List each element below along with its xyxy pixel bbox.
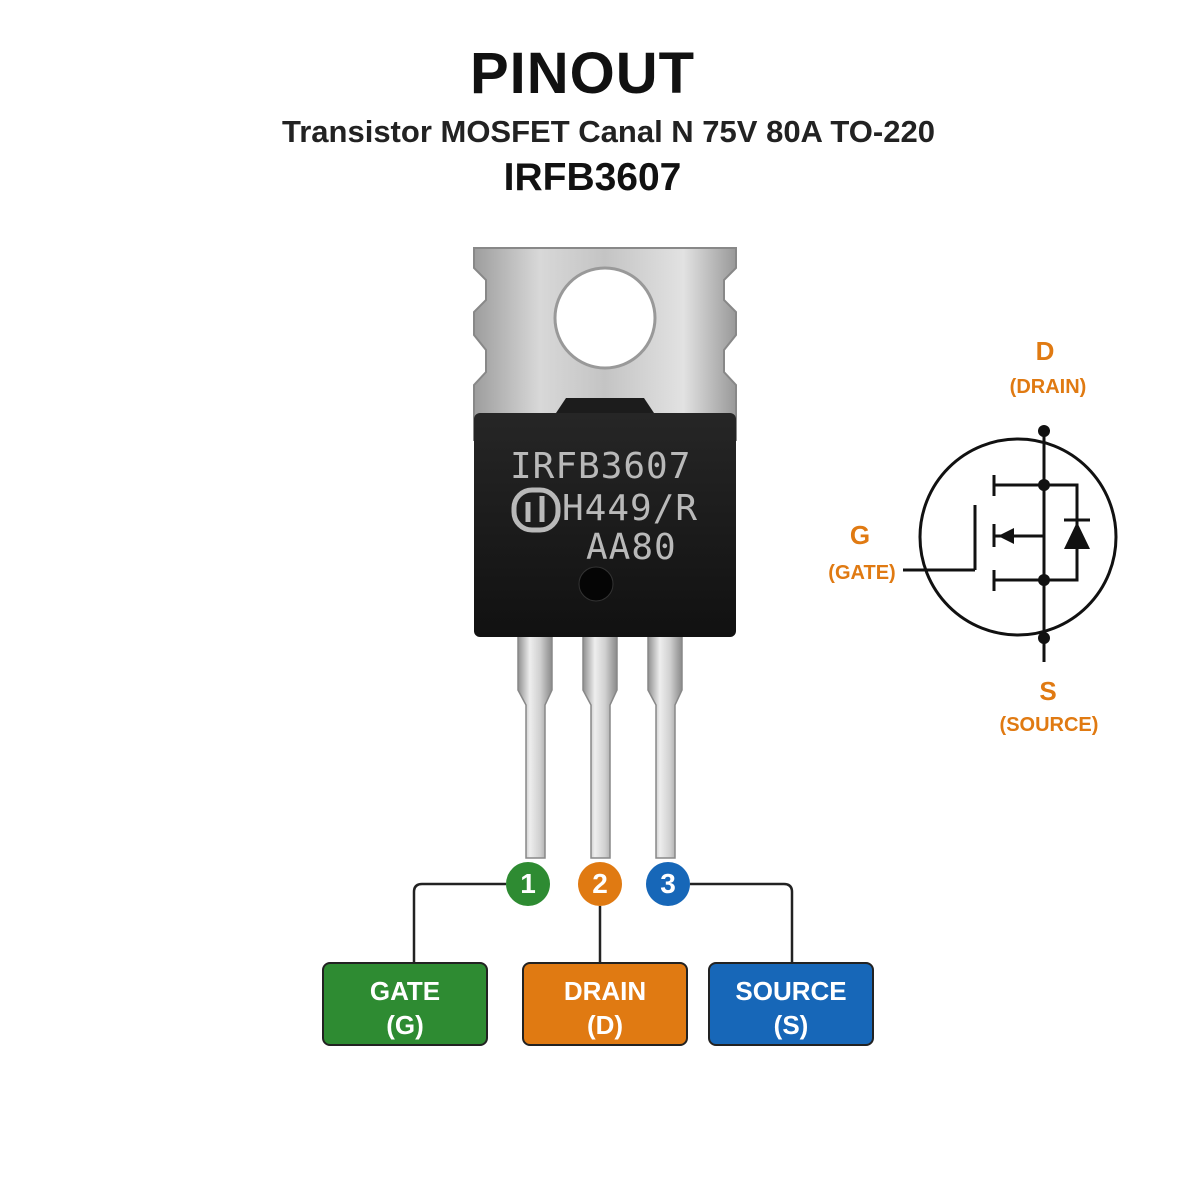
- channel-arrow: [998, 528, 1014, 544]
- source-node: [1038, 632, 1050, 644]
- drain-box-abbr: (D): [586, 1010, 624, 1040]
- gate-box: GATE (G): [322, 962, 488, 1046]
- page-title: PINOUT: [469, 41, 696, 106]
- source-label: (SOURCE): [999, 714, 1099, 736]
- drain-node: [1038, 425, 1050, 437]
- mounting-hole: [553, 266, 657, 370]
- source-box-abbr: (S): [773, 1010, 809, 1040]
- leg-gate: [517, 635, 553, 859]
- pin-3-badge: 3: [646, 862, 690, 906]
- marking-line-2: H449/R: [562, 488, 699, 529]
- pin-connector-lines: [412, 882, 794, 962]
- drain-box-name: DRAIN: [563, 976, 647, 1006]
- source-box-name: SOURCE: [735, 976, 847, 1006]
- body-diode: [1064, 522, 1090, 549]
- drain-junction: [1038, 479, 1050, 491]
- part-number: IRFB3607: [503, 156, 682, 199]
- gate-label: (GATE): [828, 562, 896, 584]
- source-box: SOURCE (S): [708, 962, 874, 1046]
- marking-line-3: AA80: [586, 527, 677, 568]
- drain-letter: D: [1035, 336, 1055, 366]
- transistor-legs: [517, 635, 683, 859]
- mosfet-symbol: [903, 431, 1118, 662]
- gate-letter: G: [849, 520, 871, 550]
- leg-source: [647, 635, 683, 859]
- pin-2-badge: 2: [578, 862, 622, 906]
- source-letter: S: [1039, 676, 1057, 706]
- subtitle: Transistor MOSFET Canal N 75V 80A TO-220: [282, 114, 935, 149]
- gate-box-abbr: (G): [386, 1010, 424, 1040]
- drain-label: (DRAIN): [1009, 376, 1087, 398]
- ejector-dot: [578, 566, 614, 602]
- pin-1-badge: 1: [506, 862, 550, 906]
- manufacturer-logo: [511, 487, 561, 533]
- marking-line-1: IRFB3607: [510, 446, 692, 487]
- drain-box: DRAIN (D): [522, 962, 688, 1046]
- transistor-body: [474, 398, 736, 637]
- leg-drain: [582, 635, 618, 859]
- gate-box-name: GATE: [369, 976, 441, 1006]
- source-junction: [1038, 574, 1050, 586]
